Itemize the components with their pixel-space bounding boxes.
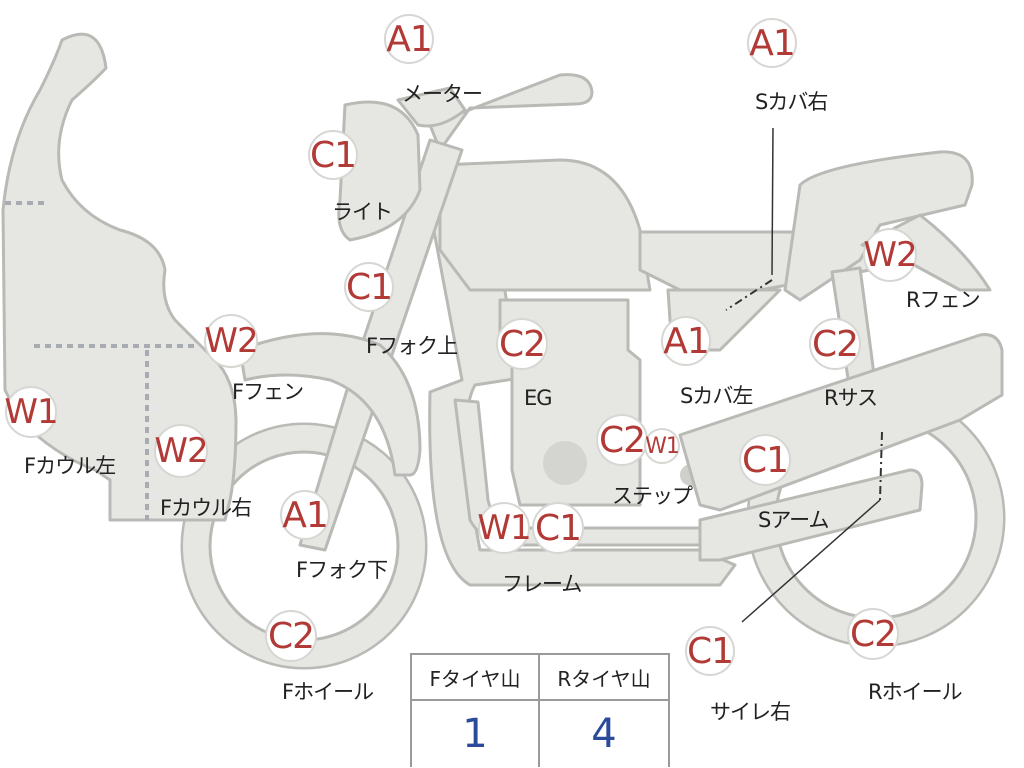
step-grade-w1-badge: W1	[644, 428, 680, 464]
front-fender-label: Fフェン	[232, 380, 304, 404]
rear-fender-label: Rフェン	[906, 288, 981, 312]
rear-suspension-label: Rサス	[824, 386, 878, 410]
front-fender-grade-badge: W2	[204, 314, 259, 368]
step-grade-c2-badge: C2	[596, 414, 648, 466]
rear-cowl-part	[783, 150, 974, 302]
cowl-right-grade-badge: W2	[154, 424, 209, 478]
step-label: ステップ	[612, 484, 693, 508]
cowl-left-label: Fカウル左	[24, 454, 116, 478]
front-tire-value: 1	[412, 701, 540, 767]
light-grade-badge: C1	[308, 130, 358, 180]
front-wheel-label: Fホイール	[282, 680, 374, 704]
engine-grade-badge: C2	[496, 318, 548, 370]
side-cover-left-label: Sカバ左	[680, 384, 753, 408]
headlight-part	[337, 100, 422, 242]
cowl-left-grade-badge: W1	[4, 386, 59, 438]
fork-lower-grade-badge: A1	[280, 490, 330, 540]
side-cover-left-grade-badge: A1	[661, 316, 711, 366]
silencer-right-label: サイレ右	[710, 700, 791, 724]
engine-cover	[543, 441, 587, 485]
fuel-tank-part	[438, 158, 652, 292]
side-cover-right-grade-badge: A1	[747, 18, 797, 68]
rear-fender-grade-badge: W2	[863, 228, 918, 282]
frame-label: フレーム	[502, 572, 582, 596]
light-label: ライト	[332, 200, 393, 224]
cowl-right-label: Fカウル右	[160, 496, 252, 520]
meter-label: メーター	[402, 82, 483, 106]
frame-grade-w1-badge: W1	[477, 502, 532, 554]
fork-upper-grade-badge: C1	[344, 262, 394, 312]
handlebar-part	[428, 73, 594, 152]
swingarm-grade-badge: C1	[739, 434, 791, 486]
silencer-right-leader	[741, 499, 881, 623]
rear-tire-header: Rタイヤ山	[540, 655, 668, 701]
fork-upper-label: Fフォク上	[366, 334, 458, 358]
meter-grade-badge: A1	[384, 14, 434, 64]
rear-wheel-grade-badge: C2	[847, 608, 899, 660]
silencer-part	[698, 468, 924, 562]
front-tire-header: Fタイヤ山	[412, 655, 540, 701]
frame-grade-c1-badge: C1	[532, 502, 584, 554]
fork-lower-label: Fフォク下	[296, 558, 388, 582]
swingarm-label: Sアーム	[758, 508, 829, 532]
side-cover-right-leader	[771, 127, 774, 276]
silencer-right-grade-badge: C1	[685, 626, 735, 676]
side-cover-right-label: Sカバ右	[755, 90, 828, 114]
meter-part	[396, 86, 467, 128]
front-wheel-grade-badge: C2	[265, 610, 317, 662]
rear-wheel-label: Rホイール	[868, 680, 963, 704]
rear-suspension-grade-badge: C2	[809, 318, 861, 370]
tire-tread-table: Fタイヤ山 Rタイヤ山 1 4	[410, 653, 670, 767]
rear-tire-value: 4	[591, 711, 617, 757]
engine-label: EG	[524, 386, 553, 410]
front-cowl-part	[1, 32, 238, 522]
silencer-right-leader-dash	[879, 431, 883, 501]
front-fender-part	[238, 332, 422, 477]
